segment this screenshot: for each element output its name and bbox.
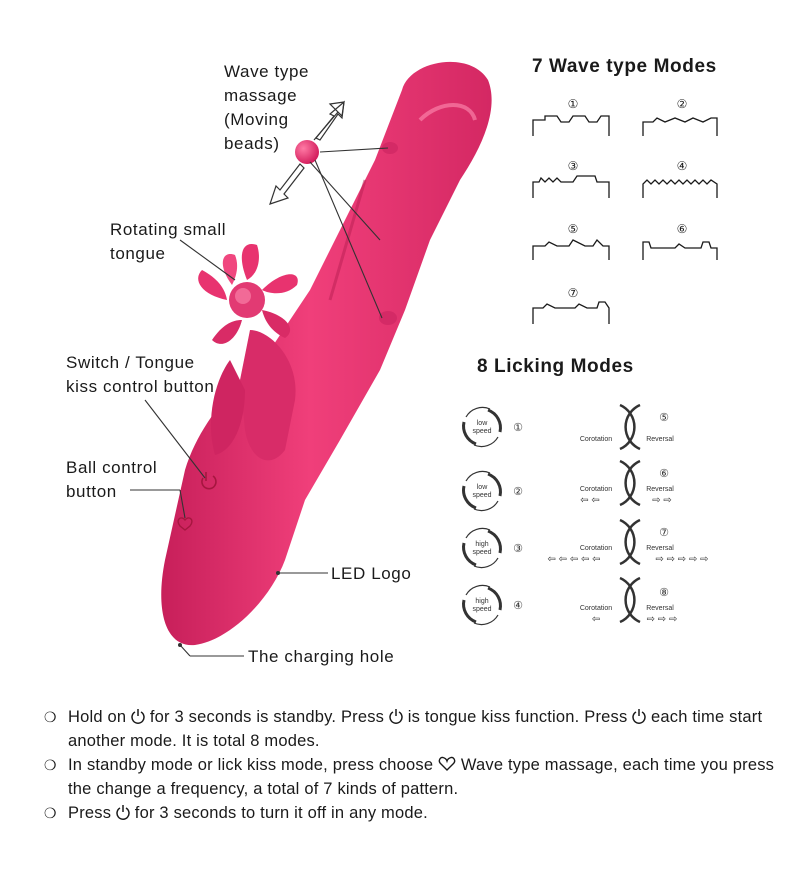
svg-text:low: low — [477, 484, 488, 491]
rotating-tongue — [198, 244, 298, 344]
svg-text:⇦: ⇦ — [592, 614, 600, 625]
lick-mode-8: Corotation Reversal ⑧ ⇦ ⇨ ⇨ ⇨ — [580, 576, 678, 625]
svg-text:Corotation: Corotation — [580, 436, 612, 443]
svg-text:Reversal: Reversal — [646, 436, 674, 443]
svg-text:②: ② — [513, 486, 523, 498]
svg-text:Reversal: Reversal — [646, 605, 674, 612]
note-text: for 3 seconds is standby. Press — [149, 708, 385, 726]
svg-text:speed: speed — [472, 549, 491, 556]
product-illustration — [130, 61, 492, 657]
power-icon — [389, 709, 403, 724]
wave-massage-label: Wave type massage (Moving beads) — [224, 62, 310, 153]
lick-mode-1: low speed ① — [462, 406, 523, 448]
svg-text:⇨ ⇨ ⇨: ⇨ ⇨ ⇨ — [647, 614, 678, 625]
ball-button-label: Ball control button — [66, 458, 158, 501]
svg-text:low: low — [477, 420, 488, 427]
tongue-arm — [240, 330, 296, 461]
led-logo-label: LED Logo — [331, 564, 412, 583]
wave-mode-num: ② — [677, 97, 688, 111]
svg-text:⑤: ⑤ — [659, 412, 669, 424]
svg-text:④: ④ — [513, 600, 523, 612]
svg-text:Corotation: Corotation — [580, 605, 612, 612]
bullet-circle-icon: ❍ — [44, 757, 57, 773]
note-2: ❍ In standby mode or lick kiss mode, pre… — [44, 753, 784, 801]
note-text: Hold on — [68, 708, 127, 726]
wave-mode-num: ⑤ — [568, 222, 579, 236]
instructions: ❍ Hold on for 3 seconds is standby. Pres… — [44, 705, 784, 825]
svg-text:speed: speed — [472, 428, 491, 435]
note-text: In standby mode or lick kiss mode, press… — [68, 756, 434, 774]
lick-mode-5: Corotation Reversal ⑤ — [580, 403, 674, 451]
svg-text:⇦ ⇦: ⇦ ⇦ — [580, 495, 600, 506]
svg-text:⑦: ⑦ — [659, 527, 669, 539]
wave-modes-title: 7 Wave type Modes — [532, 56, 717, 77]
licking-modes-title: 8 Licking Modes — [477, 356, 634, 377]
lick-mode-6: Corotation Reversal ⑥ ⇦ ⇦ ⇨ ⇨ — [580, 459, 674, 507]
note-text: each time start another mode. It is tota… — [68, 708, 763, 750]
svg-text:high: high — [475, 541, 488, 548]
note-text: Press — [68, 804, 112, 822]
note-3: ❍ Press for 3 seconds to turn it off in … — [44, 801, 784, 825]
svg-text:speed: speed — [472, 606, 491, 613]
charging-hole-label: The charging hole — [248, 647, 395, 666]
wave-mode-num: ① — [568, 97, 579, 111]
lick-mode-3: high speed ③ — [462, 527, 523, 569]
lick-mode-7: Corotation Reversal ⑦ ⇦ ⇦ ⇦ ⇦ ⇦ ⇨ ⇨ ⇨ ⇨ … — [547, 518, 709, 566]
wave-modes-grid: ① ② ③ ④ ⑤ ⑥ ⑦ — [532, 97, 718, 324]
note-text: for 3 seconds to turn it off in any mode… — [134, 804, 428, 822]
note-text: Wave type massage, each time you press t… — [68, 756, 775, 798]
svg-text:⇨ ⇨: ⇨ ⇨ — [652, 495, 672, 506]
shaft — [161, 61, 492, 646]
moving-bead — [295, 140, 319, 164]
power-icon — [116, 805, 130, 820]
svg-text:Corotation: Corotation — [580, 486, 612, 493]
svg-text:⑧: ⑧ — [659, 587, 669, 599]
lick-mode-2: low speed ② — [462, 470, 523, 512]
licking-modes-grid: low speed ① low speed ② high speed ③ — [462, 403, 709, 626]
heart-button-icon — [177, 517, 193, 531]
svg-text:high: high — [475, 598, 488, 605]
power-icon — [131, 709, 145, 724]
wave-mode-num: ⑥ — [677, 222, 688, 236]
svg-text:Reversal: Reversal — [646, 545, 674, 552]
svg-text:Reversal: Reversal — [646, 486, 674, 493]
power-icon — [632, 709, 646, 724]
svg-text:⑥: ⑥ — [659, 468, 669, 480]
svg-text:③: ③ — [513, 543, 523, 555]
rotating-tongue-label: Rotating small tongue — [110, 220, 227, 263]
wave-mode-num: ③ — [568, 159, 579, 173]
svg-text:⇨ ⇨ ⇨ ⇨ ⇨: ⇨ ⇨ ⇨ ⇨ ⇨ — [655, 554, 708, 565]
note-text: is tongue kiss function. Press — [407, 708, 628, 726]
svg-text:①: ① — [513, 422, 523, 434]
heart-icon — [438, 756, 456, 771]
svg-text:Corotation: Corotation — [580, 545, 612, 552]
svg-text:⇦ ⇦ ⇦ ⇦ ⇦: ⇦ ⇦ ⇦ ⇦ ⇦ — [547, 554, 600, 565]
note-1: ❍ Hold on for 3 seconds is standby. Pres… — [44, 705, 784, 753]
bullet-circle-icon: ❍ — [44, 805, 57, 821]
power-button-icon — [201, 475, 217, 490]
lick-mode-4: high speed ④ — [462, 584, 523, 626]
bullet-circle-icon: ❍ — [44, 709, 57, 725]
wave-mode-num: ⑦ — [568, 286, 579, 300]
wave-mode-num: ④ — [677, 159, 688, 173]
switch-button-label: Switch / Tongue kiss control button — [66, 353, 215, 396]
svg-text:speed: speed — [472, 492, 491, 499]
